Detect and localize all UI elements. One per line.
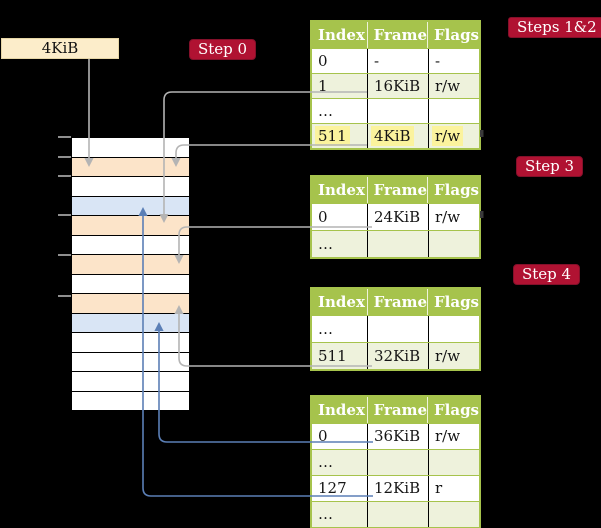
- cell-index: …: [318, 320, 333, 338]
- memory-frame: [72, 235, 189, 255]
- cell-index: 511: [312, 124, 367, 148]
- table-row: 0 - -: [312, 48, 479, 73]
- memory-frame: [72, 138, 189, 158]
- cell-index: 0: [318, 427, 328, 445]
- cell-frame: 32KiB: [367, 343, 428, 369]
- column-header-index: Index: [318, 293, 365, 311]
- page-table-step-4: Index Frame Flags … 511 32KiB r/w: [310, 287, 481, 371]
- cell-flags: r/w: [428, 424, 479, 449]
- table-row: …: [312, 315, 479, 342]
- cell-flags: [428, 502, 479, 527]
- column-header-flags: Flags: [427, 177, 479, 203]
- cell-index: …: [318, 453, 333, 471]
- column-header-frame: Frame: [366, 22, 427, 48]
- memory-frame: [72, 372, 189, 392]
- frame-size-label-box: 4KiB: [1, 38, 119, 59]
- cell-frame: [367, 231, 428, 257]
- column-header-flags: Flags: [427, 289, 479, 315]
- cell-frame: [367, 316, 428, 342]
- column-header-index: Index: [318, 181, 365, 199]
- table-row: …: [312, 501, 479, 527]
- memory-frame: [72, 216, 189, 236]
- cell-flags: r/w: [428, 343, 479, 369]
- column-header-index: Index: [318, 26, 365, 44]
- cell-flags: r/w: [428, 124, 479, 148]
- cell-frame: 12KiB: [367, 476, 428, 501]
- badge-step-3: Step 3: [516, 156, 584, 177]
- column-header-frame: Frame: [366, 397, 427, 423]
- cell-flags: [428, 231, 479, 257]
- cell-index: …: [318, 505, 333, 523]
- physical-memory-column: [71, 137, 190, 412]
- badge-step-4: Step 4: [513, 264, 581, 285]
- badge-step-0: Step 0: [189, 39, 257, 60]
- memory-frame: [72, 313, 189, 333]
- cell-flags: -: [428, 49, 479, 73]
- table-row: …: [312, 98, 479, 123]
- cell-frame: [367, 450, 428, 475]
- cell-index: …: [318, 102, 333, 120]
- frame-boundary-tick: [58, 156, 71, 158]
- cell-flags: r: [428, 476, 479, 501]
- memory-frame: [72, 177, 189, 197]
- memory-frame: [72, 391, 189, 411]
- table-row: 0 36KiB r/w: [312, 423, 479, 449]
- table-header: Index Frame Flags: [312, 289, 479, 315]
- memory-frame: [72, 157, 189, 177]
- column-header-index: Index: [318, 401, 365, 419]
- cell-index: 511: [318, 347, 347, 365]
- cell-index: 0: [318, 208, 328, 226]
- frame-boundary-tick: [58, 175, 71, 177]
- memory-frame: [72, 294, 189, 314]
- frame-boundary-tick: [58, 254, 71, 256]
- frame-boundary-tick: [58, 214, 71, 216]
- cell-flags: [428, 99, 479, 123]
- badge-steps-1-2: Steps 1&2: [508, 17, 601, 38]
- memory-frame: [72, 196, 189, 216]
- page-table-final-level: Index Frame Flags 0 36KiB r/w … 127 12Ki…: [310, 395, 481, 528]
- table-row: 0 24KiB r/w: [312, 203, 479, 230]
- cell-flags: r/w: [428, 204, 479, 230]
- cell-frame: 24KiB: [367, 204, 428, 230]
- column-header-flags: Flags: [427, 22, 479, 48]
- cell-flags: [428, 316, 479, 342]
- cell-frame: 36KiB: [367, 424, 428, 449]
- table-row: 511 4KiB r/w: [312, 123, 479, 148]
- memory-frame: [72, 333, 189, 353]
- cell-index: 127: [318, 479, 347, 497]
- page-table-steps-1-2: Index Frame Flags 0 - - 1 16KiB r/w … 51…: [310, 20, 481, 150]
- frame-boundary-tick: [58, 295, 71, 297]
- column-header-frame: Frame: [366, 177, 427, 203]
- table-row: 1 16KiB r/w: [312, 73, 479, 98]
- table-header: Index Frame Flags: [312, 22, 479, 48]
- table-row: …: [312, 449, 479, 475]
- memory-frame: [72, 352, 189, 372]
- cell-frame: 4KiB: [367, 124, 428, 148]
- column-header-flags: Flags: [427, 397, 479, 423]
- memory-frame: [72, 274, 189, 294]
- page-table-step-3: Index Frame Flags 0 24KiB r/w …: [310, 175, 481, 259]
- memory-frame: [72, 255, 189, 275]
- cell-flags: r/w: [428, 74, 479, 98]
- cell-frame: [367, 99, 428, 123]
- table-row: …: [312, 230, 479, 257]
- table-row: 127 12KiB r: [312, 475, 479, 501]
- cell-index: 1: [318, 77, 328, 95]
- table-header: Index Frame Flags: [312, 177, 479, 203]
- table-row: 511 32KiB r/w: [312, 342, 479, 369]
- table-header: Index Frame Flags: [312, 397, 479, 423]
- cell-frame: -: [367, 49, 428, 73]
- column-header-frame: Frame: [366, 289, 427, 315]
- cell-flags: [428, 450, 479, 475]
- frame-boundary-tick: [58, 136, 71, 138]
- cell-index: …: [318, 235, 333, 253]
- cell-frame: [367, 502, 428, 527]
- cell-index: 0: [318, 52, 328, 70]
- cell-frame: 16KiB: [367, 74, 428, 98]
